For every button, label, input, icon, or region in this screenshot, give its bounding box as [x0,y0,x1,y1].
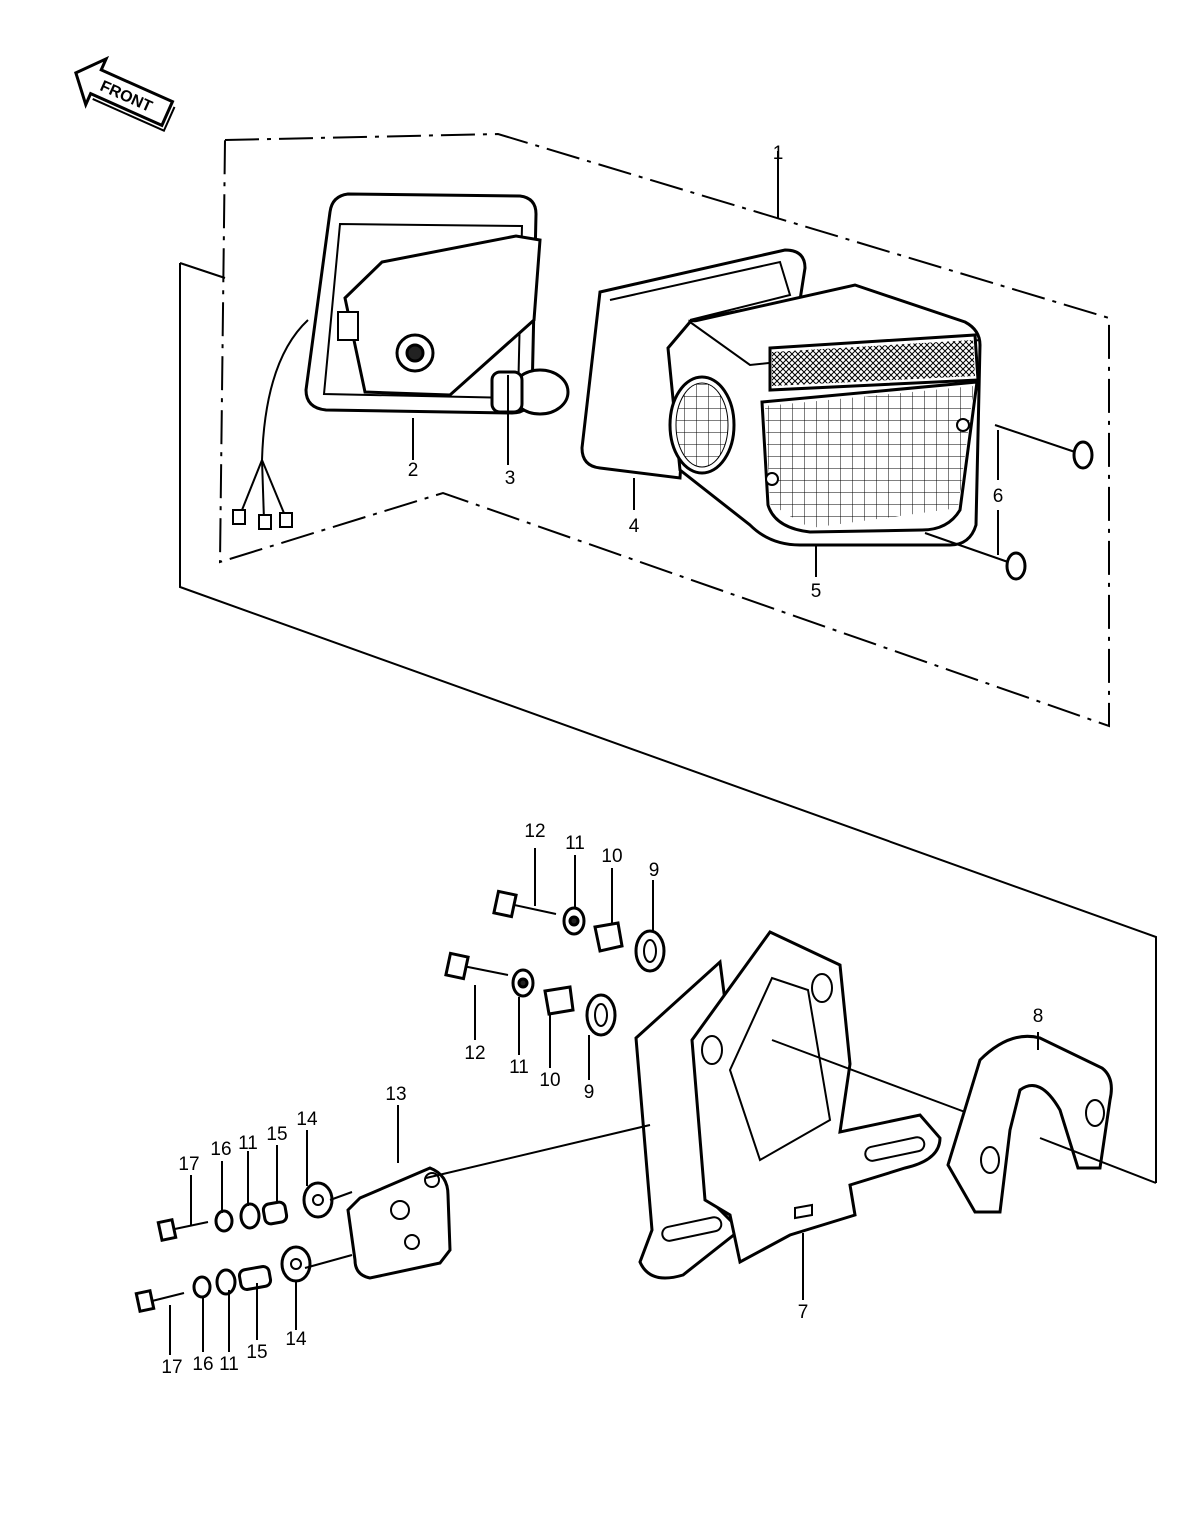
callout-15-lower-a: 15 [266,1124,287,1145]
reflector-plate [346,1166,452,1280]
hardware-row-lower-b [134,1245,312,1314]
lamp-base [304,192,542,415]
callout-7: 7 [798,1302,809,1323]
callout-8: 8 [1033,1006,1044,1027]
wire-harness [232,319,309,530]
license-bracket [634,930,942,1280]
callout-12-top: 12 [524,821,545,842]
callout-11-lower-a: 11 [238,1133,258,1154]
callout-17-lower-b: 17 [161,1357,182,1378]
spacer-plate [946,1034,1113,1214]
callout-12-middle: 12 [464,1043,485,1064]
bulb [490,368,570,416]
callout-14-lower-b: 14 [285,1329,307,1350]
callout-16-lower-b: 16 [192,1354,213,1375]
callout-16-lower-a: 16 [210,1139,231,1160]
alignment-lines [169,151,1157,1355]
callout-10-top: 10 [601,846,622,867]
callout-13: 13 [385,1084,406,1105]
callout-15-lower-b: 15 [246,1342,267,1363]
callout-11-top: 11 [565,833,585,854]
callout-6: 6 [993,486,1004,507]
callout-9-top: 9 [649,860,660,881]
callout-2: 2 [408,460,419,481]
front-arrow-icon: FRONT [74,55,176,132]
callout-4: 4 [629,516,640,537]
callout-5: 5 [811,581,822,602]
lens-screw [924,532,1027,581]
mount-frame [179,263,1157,1183]
callout-10-middle: 10 [539,1070,560,1091]
hardware-row-middle [444,951,617,1037]
callout-3: 3 [505,468,516,489]
lens-screw [994,424,1094,470]
callout-9-middle: 9 [584,1082,595,1103]
callout-1: 1 [773,143,784,164]
callout-11-middle: 11 [509,1057,529,1078]
hardware-row-top [492,889,666,973]
callout-11-lower-b: 11 [219,1354,239,1375]
assembly-frame [218,132,1110,728]
callout-17-lower-a: 17 [178,1154,199,1175]
callout-labels: 1 2 3 4 5 6 7 8 9 9 10 10 11 11 11 11 12… [161,143,1043,1378]
lens [666,283,982,547]
callout-14-lower-a: 14 [296,1109,318,1130]
hardware-row-lower-a [156,1181,334,1243]
